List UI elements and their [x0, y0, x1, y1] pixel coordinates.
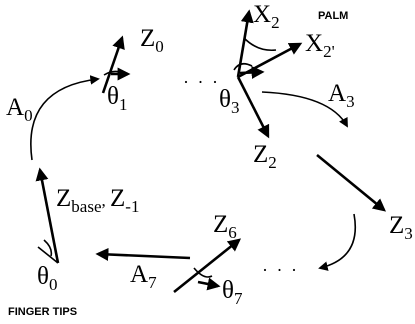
ellipsis-top: · · ·	[183, 72, 220, 92]
frame-z0: Z0 θ1	[101, 25, 164, 114]
a0-transform-arrow	[30, 75, 100, 161]
theta3-rotation-arc	[233, 62, 253, 71]
label-theta1: θ1	[107, 83, 127, 114]
label-z2: Z2	[253, 141, 277, 172]
label-theta3: θ3	[219, 86, 239, 117]
a7-transform-arrow	[95, 247, 191, 261]
theta7-rotation-arc	[193, 267, 213, 278]
label-a0: A0	[6, 94, 33, 125]
ellipsis-bottom: · · ·	[262, 260, 299, 280]
label-z3: Z3	[389, 212, 413, 243]
label-z0: Z0	[140, 25, 164, 56]
z3-axis	[316, 153, 387, 212]
label-a7: A7	[130, 261, 157, 292]
right-return-arrow	[318, 213, 356, 271]
label-theta7: θ7	[222, 277, 243, 308]
frame-base: Zbase, Z-1 θ0	[35, 167, 139, 294]
label-zbase: Zbase, Z-1	[56, 185, 139, 216]
z6-axis	[173, 238, 242, 294]
label-finger-tips: FINGER TIPS	[8, 306, 77, 318]
label-x2: X2	[253, 1, 280, 32]
label-palm: PALM	[318, 10, 348, 22]
theta3-arrow	[239, 65, 265, 79]
z2-axis	[236, 76, 270, 139]
frame-palm: X2 PALM X2' θ3 Z2	[219, 1, 348, 172]
label-theta0: θ0	[37, 263, 57, 294]
theta0-ref-line	[37, 246, 59, 264]
label-x2prime: X2'	[305, 30, 335, 61]
x2-axis	[236, 9, 254, 78]
a3-transform-arrow	[261, 91, 348, 128]
theta7-arrow	[197, 277, 221, 291]
z0-axis	[101, 35, 125, 94]
theta0-arc	[43, 239, 53, 257]
frame-z6: Z6 θ7	[173, 211, 243, 308]
label-z6: Z6	[213, 211, 237, 242]
zbase-axis	[35, 167, 60, 264]
label-a3: A3	[328, 80, 355, 111]
palm-angle-arc	[243, 37, 277, 52]
